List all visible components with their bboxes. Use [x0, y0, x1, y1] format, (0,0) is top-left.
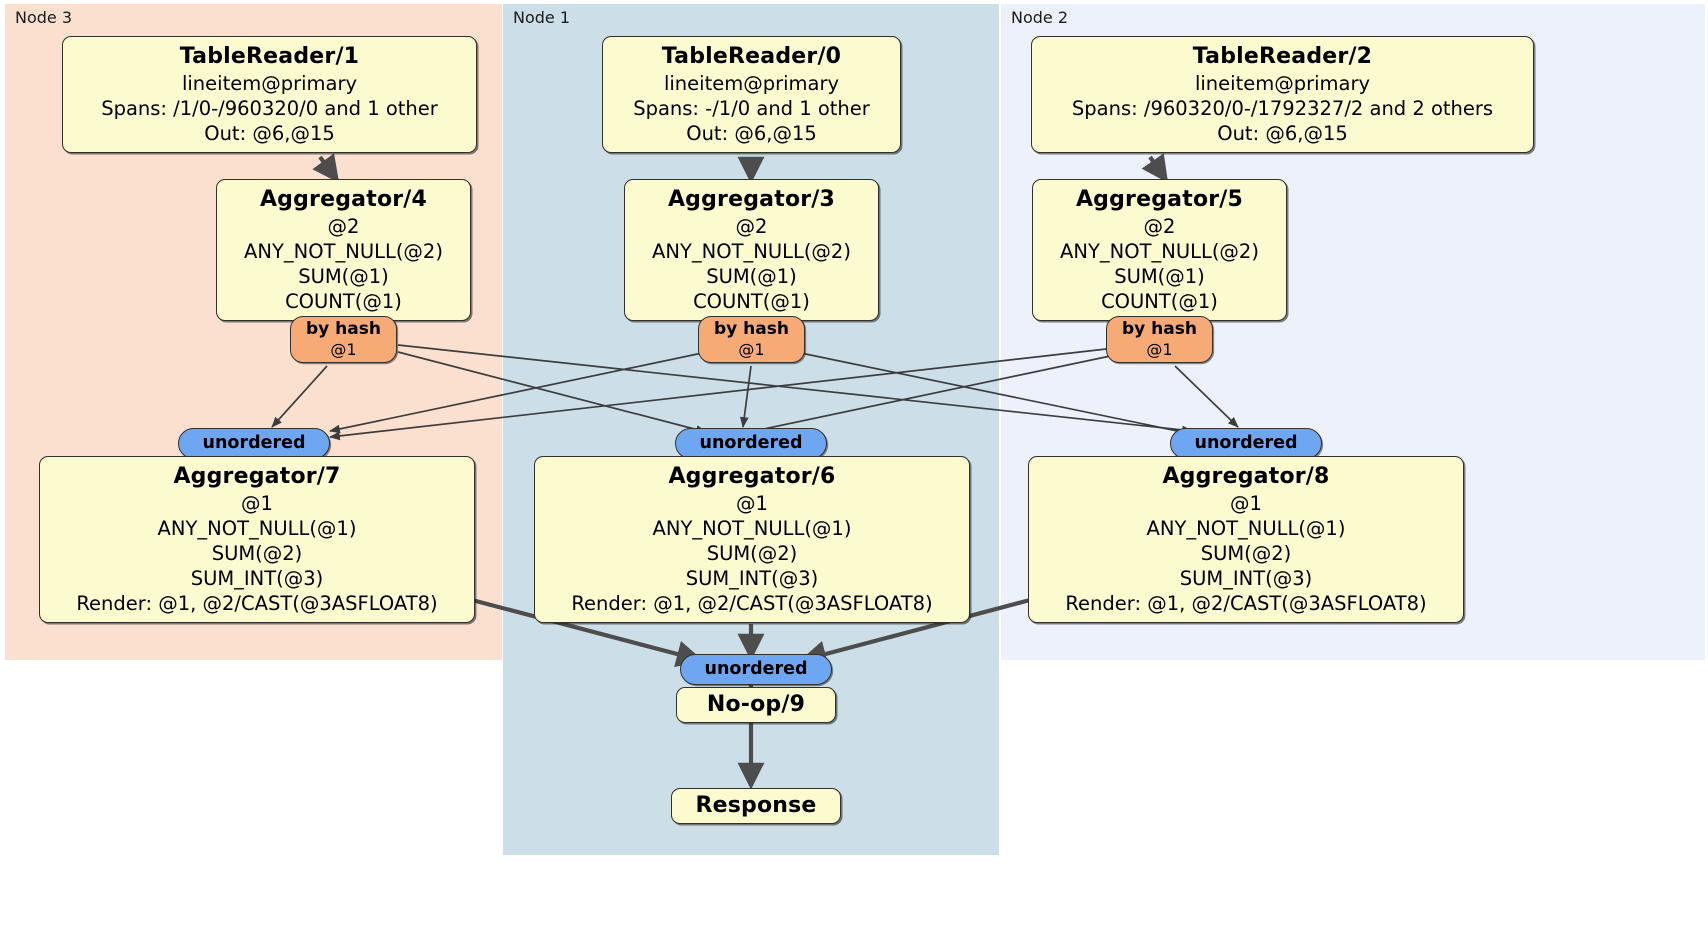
- hash-router-column: @1: [330, 340, 357, 359]
- processor-line: ANY_NOT_NULL(@2): [1060, 240, 1259, 263]
- processor-table-reader-0[interactable]: TableReader/0 lineitem@primary Spans: -/…: [602, 36, 901, 153]
- processor-aggregator-5[interactable]: Aggregator/5 @2 ANY_NOT_NULL(@2) SUM(@1)…: [1032, 179, 1287, 321]
- processor-title: TableReader/1: [179, 44, 360, 69]
- processor-title: Response: [695, 793, 817, 818]
- processor-aggregator-3[interactable]: Aggregator/3 @2 ANY_NOT_NULL(@2) SUM(@1)…: [624, 179, 879, 321]
- processor-line: Out: @6,@15: [686, 122, 817, 145]
- hash-router-badge-left[interactable]: by hash @1: [290, 316, 397, 363]
- processor-line: SUM_INT(@3): [1179, 567, 1313, 590]
- processor-line: Render: @1, @2/CAST(@3ASFLOAT8): [571, 592, 933, 615]
- processor-line: Spans: /1/0-/960320/0 and 1 other: [101, 97, 438, 120]
- processor-title: Aggregator/3: [667, 187, 836, 212]
- processor-line: SUM(@2): [1200, 542, 1292, 565]
- processor-table-reader-1[interactable]: TableReader/1 lineitem@primary Spans: /1…: [62, 36, 477, 153]
- processor-line: @1: [1230, 492, 1262, 515]
- processor-line: lineitem@primary: [1194, 72, 1371, 95]
- processor-title: Aggregator/5: [1075, 187, 1244, 212]
- processor-table-reader-2[interactable]: TableReader/2 lineitem@primary Spans: /9…: [1031, 36, 1534, 153]
- processor-aggregator-4[interactable]: Aggregator/4 @2 ANY_NOT_NULL(@2) SUM(@1)…: [216, 179, 471, 321]
- processor-line: @1: [736, 492, 768, 515]
- hash-router-type: by hash: [1122, 319, 1197, 339]
- processor-line: lineitem@primary: [181, 72, 358, 95]
- processor-line: COUNT(@1): [1101, 290, 1218, 313]
- processor-line: Out: @6,@15: [204, 122, 335, 145]
- hash-router-badge-center[interactable]: by hash @1: [698, 316, 805, 363]
- processor-line: SUM(@1): [1114, 265, 1205, 288]
- processor-line: lineitem@primary: [663, 72, 840, 95]
- processor-title: TableReader/2: [1192, 44, 1373, 69]
- processor-line: Spans: /960320/0-/1792327/2 and 2 others: [1071, 97, 1494, 120]
- processor-line: @2: [1143, 215, 1176, 238]
- processor-line: ANY_NOT_NULL(@1): [1146, 517, 1346, 540]
- processor-line: Out: @6,@15: [1217, 122, 1348, 145]
- processor-title: Aggregator/7: [173, 464, 341, 489]
- hash-router-column: @1: [1146, 340, 1173, 359]
- processor-aggregator-7[interactable]: Aggregator/7 @1 ANY_NOT_NULL(@1) SUM(@2)…: [39, 456, 475, 623]
- processor-line: Render: @1, @2/CAST(@3ASFLOAT8): [1065, 592, 1427, 615]
- ordering-badge-left[interactable]: unordered: [178, 428, 330, 459]
- processor-line: @1: [241, 492, 273, 515]
- cluster-label-node-2: Node 2: [1011, 8, 1069, 27]
- processor-line: SUM(@1): [298, 265, 389, 288]
- processor-line: @2: [735, 215, 768, 238]
- processor-line: COUNT(@1): [285, 290, 402, 313]
- cluster-label-node-3: Node 3: [15, 8, 73, 27]
- processor-line: Spans: -/1/0 and 1 other: [633, 97, 870, 120]
- hash-router-column: @1: [738, 340, 765, 359]
- ordering-badge-right[interactable]: unordered: [1170, 428, 1322, 459]
- processor-line: SUM_INT(@3): [685, 567, 819, 590]
- processor-title: Aggregator/8: [1162, 464, 1330, 489]
- processor-title: No-op/9: [706, 692, 806, 717]
- processor-aggregator-6[interactable]: Aggregator/6 @1 ANY_NOT_NULL(@1) SUM(@2)…: [534, 456, 970, 623]
- processor-line: SUM(@1): [706, 265, 797, 288]
- hash-router-type: by hash: [714, 319, 789, 339]
- processor-title: Aggregator/6: [668, 464, 836, 489]
- processor-no-op-9[interactable]: No-op/9: [676, 687, 836, 723]
- ordering-badge-center[interactable]: unordered: [675, 428, 827, 459]
- processor-line: SUM(@2): [706, 542, 798, 565]
- processor-line: ANY_NOT_NULL(@1): [652, 517, 852, 540]
- processor-line: SUM(@2): [211, 542, 303, 565]
- processor-line: COUNT(@1): [693, 290, 810, 313]
- processor-line: @2: [327, 215, 360, 238]
- cluster-label-node-1: Node 1: [513, 8, 571, 27]
- processor-line: ANY_NOT_NULL(@1): [157, 517, 357, 540]
- ordering-badge-final[interactable]: unordered: [680, 654, 832, 685]
- hash-router-badge-right[interactable]: by hash @1: [1106, 316, 1213, 363]
- processor-aggregator-8[interactable]: Aggregator/8 @1 ANY_NOT_NULL(@1) SUM(@2)…: [1028, 456, 1464, 623]
- processor-line: ANY_NOT_NULL(@2): [244, 240, 443, 263]
- processor-line: ANY_NOT_NULL(@2): [652, 240, 851, 263]
- processor-response[interactable]: Response: [671, 788, 841, 824]
- processor-title: TableReader/0: [661, 44, 842, 69]
- processor-line: Render: @1, @2/CAST(@3ASFLOAT8): [76, 592, 438, 615]
- processor-title: Aggregator/4: [259, 187, 428, 212]
- hash-router-type: by hash: [306, 319, 381, 339]
- processor-line: SUM_INT(@3): [190, 567, 324, 590]
